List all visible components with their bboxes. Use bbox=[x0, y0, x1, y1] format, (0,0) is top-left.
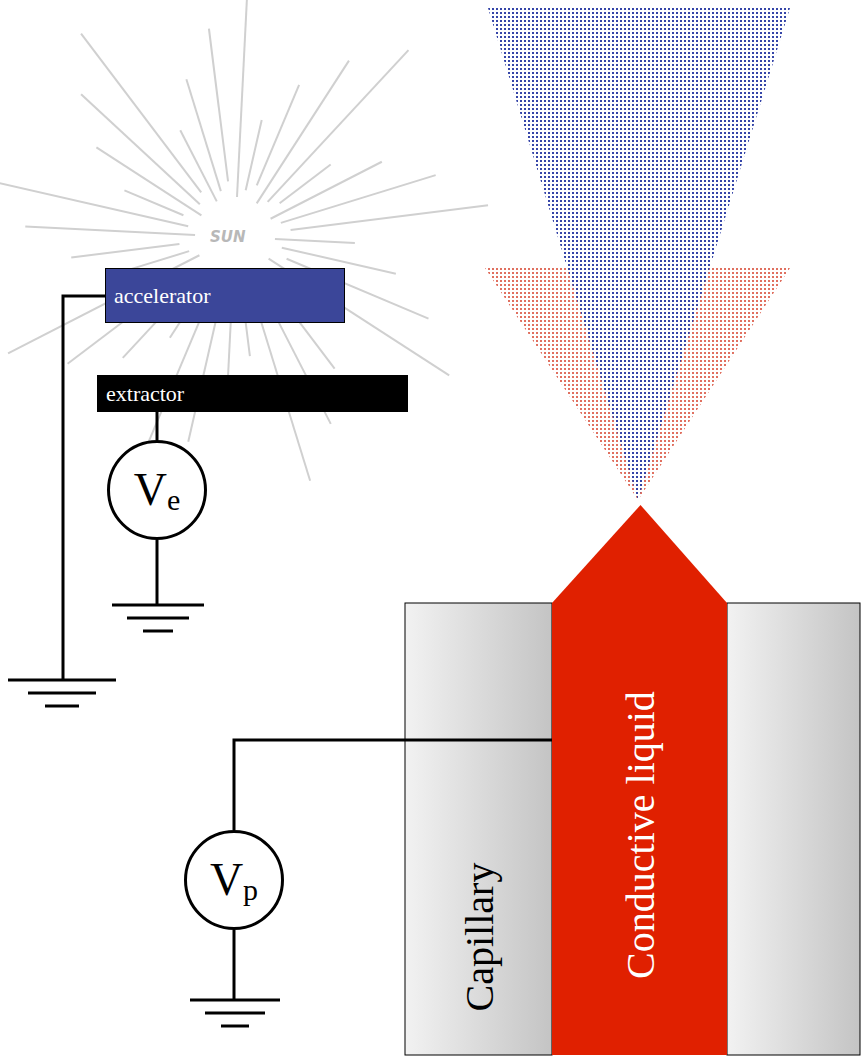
conductive-liquid: Conductive liquid bbox=[552, 505, 727, 1055]
voltage-source: Vp bbox=[184, 830, 284, 930]
wire bbox=[234, 740, 560, 830]
voltage-subscript: p bbox=[243, 875, 258, 905]
capillary-label: Capillary bbox=[455, 863, 502, 1012]
voltage-symbol: V bbox=[210, 857, 243, 903]
electrode-label: accelerator bbox=[114, 283, 210, 309]
liquid-label: Conductive liquid bbox=[616, 691, 663, 979]
capillary-wall bbox=[405, 603, 552, 1055]
watermark-label: SUN bbox=[210, 228, 246, 246]
voltage-subscript: e bbox=[167, 485, 180, 515]
electrode-label: extractor bbox=[106, 381, 184, 407]
capillary-wall: Capillary bbox=[405, 603, 552, 1055]
sun-watermark bbox=[0, 0, 488, 481]
voltage-source: Ve bbox=[107, 440, 207, 540]
wire bbox=[156, 412, 159, 440]
extractor-electrode: extractor bbox=[97, 375, 408, 412]
accelerator-electrode: accelerator bbox=[105, 268, 345, 323]
voltage-symbol: V bbox=[134, 467, 167, 513]
droplet-plume bbox=[488, 8, 790, 500]
capillary-wall bbox=[727, 603, 860, 1055]
